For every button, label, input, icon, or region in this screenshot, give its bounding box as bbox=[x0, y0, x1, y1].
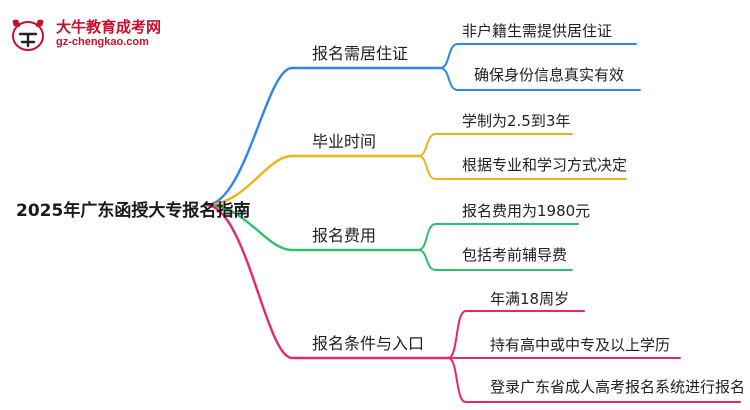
leaf-item[interactable]: 报名费用为1980元 bbox=[462, 202, 591, 220]
leaf-connector bbox=[417, 249, 573, 271]
logo-title: 大牛教育成考网 bbox=[56, 18, 162, 36]
branch-connector bbox=[204, 154, 420, 207]
site-logo[interactable]: 大牛教育成考网 gz-chengkao.com bbox=[6, 12, 176, 52]
leaf-item[interactable]: 确保身份信息真实有效 bbox=[474, 66, 625, 84]
branch-graduation-time[interactable]: 毕业时间 bbox=[312, 132, 377, 151]
branch-residence-permit[interactable]: 报名需居住证 bbox=[312, 44, 409, 63]
branch-connector bbox=[204, 66, 442, 207]
leaf-connector bbox=[447, 357, 741, 403]
branch-connector bbox=[204, 203, 420, 252]
leaf-item[interactable]: 持有高中或中专及以上学历 bbox=[490, 336, 671, 354]
leaf-connector bbox=[417, 133, 573, 157]
logo-url: gz-chengkao.com bbox=[56, 36, 149, 48]
leaf-connector bbox=[417, 223, 579, 251]
leaf-item[interactable]: 年满18周岁 bbox=[490, 290, 570, 308]
branch-conditions-entry[interactable]: 报名条件与入口 bbox=[312, 334, 425, 353]
leaf-connector bbox=[417, 155, 627, 180]
root-topic[interactable]: 2025年广东函授大专报名指南 bbox=[16, 201, 251, 221]
branch-connector bbox=[204, 203, 450, 360]
leaf-item[interactable]: 学制为2.5到3年 bbox=[462, 112, 571, 130]
leaf-connector bbox=[439, 43, 637, 69]
leaf-item[interactable]: 登录广东省成人高考报名系统进行报名 bbox=[490, 378, 746, 396]
leaf-connector bbox=[447, 310, 585, 359]
bull-logo-icon bbox=[12, 19, 44, 51]
leaf-connector bbox=[439, 67, 641, 91]
leaf-item[interactable]: 包括考前辅导费 bbox=[462, 246, 568, 264]
leaf-item[interactable]: 根据专业和学习方式决定 bbox=[462, 156, 628, 174]
branch-fees[interactable]: 报名费用 bbox=[312, 226, 377, 245]
leaf-item[interactable]: 非户籍生需提供居住证 bbox=[462, 22, 613, 40]
